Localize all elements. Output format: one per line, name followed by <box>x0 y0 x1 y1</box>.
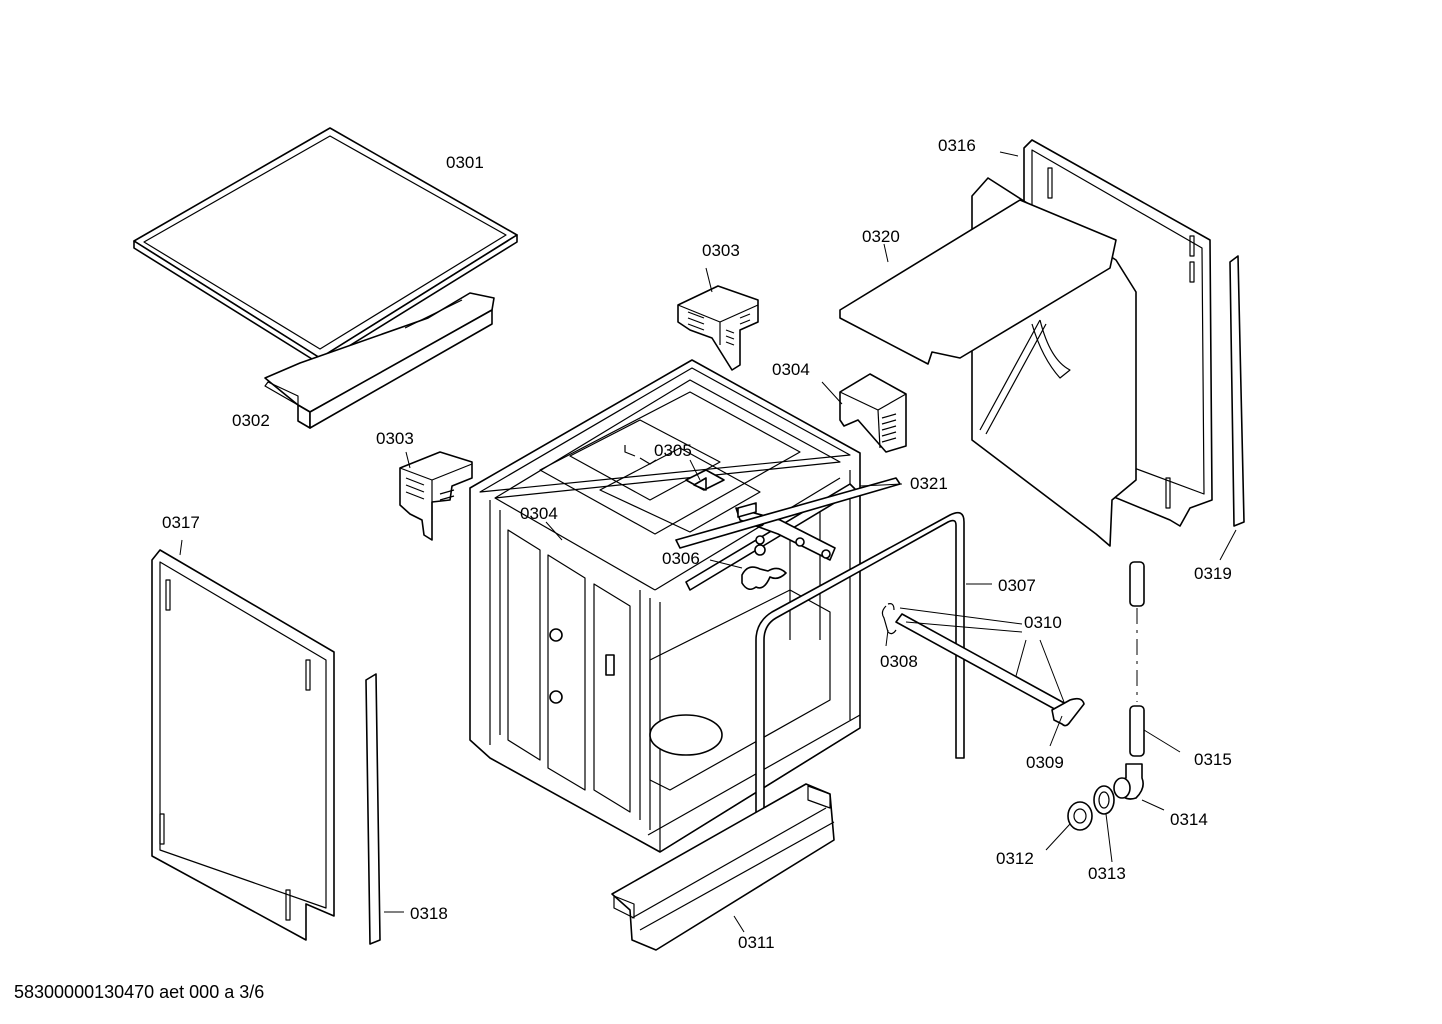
part-0311-plinth <box>611 783 835 951</box>
label-0314: 0314 <box>1170 810 1208 829</box>
label-0303-upper: 0303 <box>702 241 740 260</box>
label-0302: 0302 <box>232 411 270 430</box>
part-0307-seal-frame <box>755 511 965 881</box>
part-0304-bracket-right <box>839 373 907 453</box>
label-0307: 0307 <box>998 576 1036 595</box>
label-0318: 0318 <box>410 904 448 923</box>
label-0316: 0316 <box>938 136 976 155</box>
part-0302-trim <box>264 292 495 429</box>
label-0315: 0315 <box>1194 750 1232 769</box>
label-0311: 0311 <box>738 933 775 952</box>
label-0321: 0321 <box>910 474 948 493</box>
label-0319: 0319 <box>1194 564 1232 583</box>
part-0319-strip <box>1229 255 1245 527</box>
part-0317-side-panel <box>151 549 335 941</box>
part-0312-nut <box>1067 801 1093 831</box>
label-0313: 0313 <box>1088 864 1126 883</box>
label-0310: 0310 <box>1024 613 1062 632</box>
label-0312: 0312 <box>996 849 1034 868</box>
label-0309: 0309 <box>1026 753 1064 772</box>
label-0305: 0305 <box>654 441 692 460</box>
part-0314-fitting <box>1113 763 1144 800</box>
label-0308: 0308 <box>880 652 918 671</box>
part-0301-worktop <box>133 127 518 365</box>
part-0313-ring <box>1093 785 1115 815</box>
label-0301: 0301 <box>446 153 484 172</box>
label-0304-inner: 0304 <box>520 504 558 523</box>
part-0310-bar <box>895 613 1085 727</box>
label-0306: 0306 <box>662 549 700 568</box>
part-tub <box>469 359 861 853</box>
part-0308-clip <box>881 603 897 635</box>
part-0318-strip <box>365 673 381 945</box>
label-0304-right: 0304 <box>772 360 810 379</box>
document-footer-id: 58300000130470 aet 000 a 3/6 <box>14 982 265 1002</box>
label-0320: 0320 <box>862 227 900 246</box>
part-0303-bracket-lower <box>399 451 473 541</box>
leader-lines <box>179 151 1237 933</box>
part-0315-hose <box>1129 561 1145 757</box>
part-0320-back-panel <box>839 177 1137 547</box>
part-0303-bracket-upper <box>677 285 759 371</box>
label-0303-lower: 0303 <box>376 429 414 448</box>
label-0317: 0317 <box>162 513 200 532</box>
